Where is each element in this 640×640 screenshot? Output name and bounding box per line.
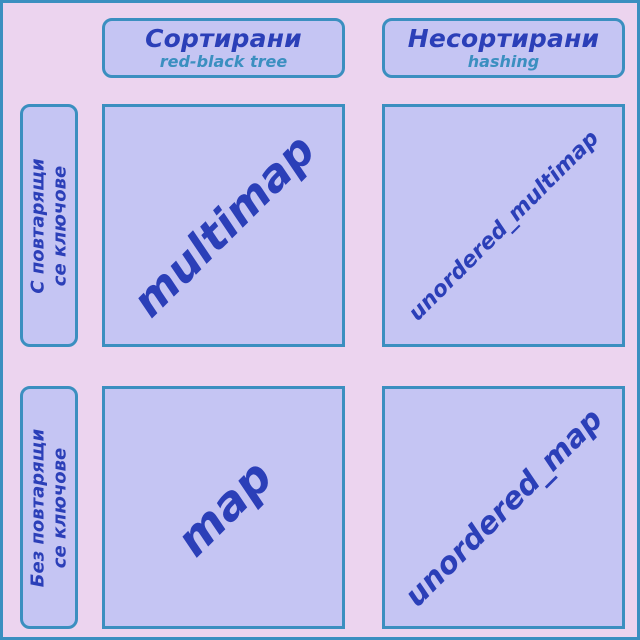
row-header-line-1: С повтарящи bbox=[27, 157, 49, 294]
column-subtitle: red-black tree bbox=[159, 52, 288, 71]
column-subtitle: hashing bbox=[467, 52, 540, 71]
cell-label: multimap bbox=[122, 124, 325, 327]
row-header-line-2: се ключове bbox=[49, 165, 70, 286]
cell-label: unordered_multimap bbox=[403, 125, 604, 326]
row-header-label: С повтарящи се ключове bbox=[27, 106, 70, 346]
row-header-line-1: Без повтарящи bbox=[27, 428, 49, 587]
column-title: Несортирани bbox=[407, 24, 600, 53]
cell-label: map bbox=[164, 448, 283, 567]
cell-map: map bbox=[102, 386, 345, 629]
row-header-duplicate-keys: С повтарящи се ключове bbox=[20, 104, 78, 347]
cell-multimap: multimap bbox=[102, 104, 345, 347]
column-title: Сортирани bbox=[145, 24, 302, 53]
cell-unordered-map: unordered_map bbox=[382, 386, 625, 629]
row-header-unique-keys: Без повтарящи се ключове bbox=[20, 386, 78, 629]
row-header-label: Без повтарящи се ключове bbox=[27, 388, 70, 628]
column-header-unsorted: Несортирани hashing bbox=[382, 18, 625, 78]
column-header-sorted: Сортирани red-black tree bbox=[102, 18, 345, 78]
cell-label: unordered_map bbox=[397, 401, 610, 614]
row-header-line-2: се ключове bbox=[49, 447, 70, 568]
cell-unordered-multimap: unordered_multimap bbox=[382, 104, 625, 347]
